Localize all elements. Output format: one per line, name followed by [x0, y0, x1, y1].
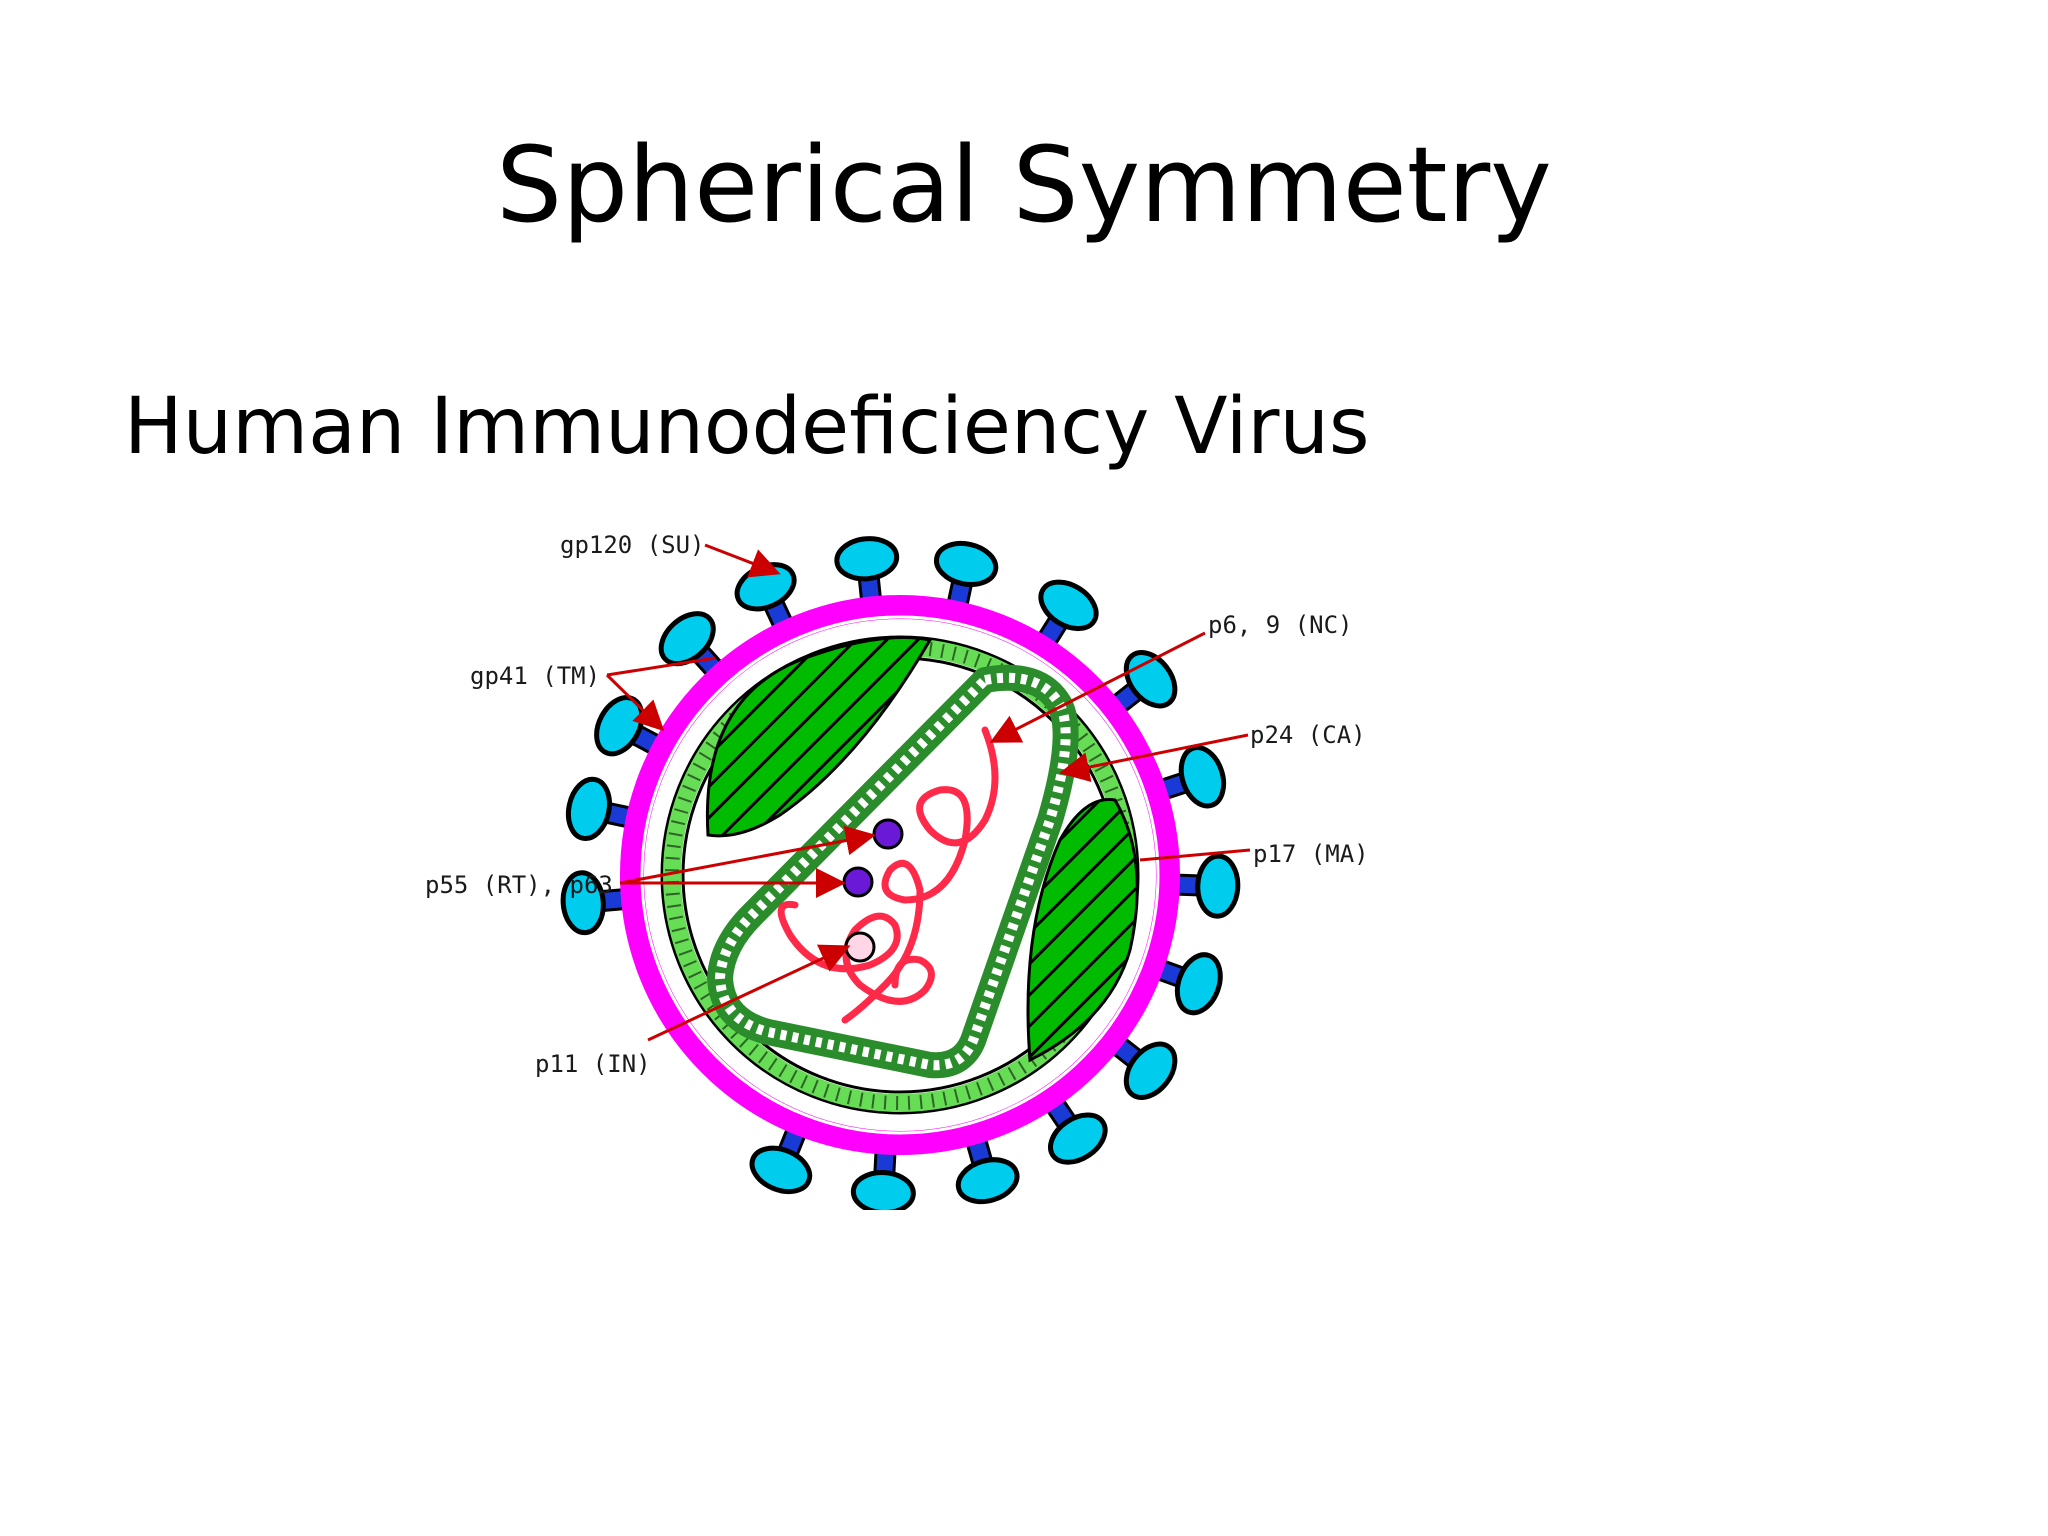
- spike-head: [1174, 952, 1223, 1016]
- lateral-body-left: [705, 636, 933, 838]
- lateral-body-right: [1026, 798, 1139, 1063]
- spike-head: [1048, 1112, 1108, 1165]
- glycoprotein-spike: [1105, 650, 1178, 718]
- spike-head: [1195, 853, 1241, 919]
- glycoprotein-spike: [1041, 1092, 1108, 1165]
- spike-head: [749, 1145, 813, 1195]
- glycoprotein-spike: [1105, 1032, 1178, 1100]
- label-gp120: gp120 (SU): [560, 531, 705, 559]
- spike-head: [955, 1157, 1020, 1205]
- pointer-lines: [605, 543, 1251, 1042]
- label-gp41: gp41 (TM): [470, 662, 600, 690]
- spike-head: [560, 870, 606, 936]
- spike-head: [933, 540, 999, 587]
- spike-head: [1123, 1041, 1178, 1100]
- reverse-transcriptase-1: [872, 818, 904, 850]
- spike-head: [1038, 579, 1099, 632]
- spike-head: [850, 1170, 916, 1210]
- capsid-core-beads: [715, 672, 1071, 1071]
- label-p55: p55 (RT), p63: [425, 871, 613, 899]
- label-p11: p11 (IN): [535, 1050, 651, 1078]
- spike-head: [565, 776, 612, 842]
- slide-subtitle: Human Immunodeficiency Virus: [124, 382, 1370, 472]
- spike-head: [594, 695, 645, 757]
- spike-head: [734, 562, 797, 612]
- label-p17: p17 (MA): [1253, 840, 1369, 868]
- glycoprotein-spike: [1169, 853, 1241, 919]
- glycoprotein-spike: [1149, 952, 1223, 1016]
- rna-strand-1: [841, 726, 999, 1024]
- envelope-inner-line: [640, 615, 1160, 1135]
- slide-title: Spherical Symmetry: [496, 124, 1552, 246]
- viral-envelope: [620, 595, 1180, 1155]
- integrase: [844, 931, 876, 963]
- spike-head: [658, 611, 716, 667]
- label-p6: p6, 9 (NC): [1208, 611, 1353, 639]
- spike-head: [1178, 745, 1227, 809]
- rna-strand-2: [777, 900, 935, 1005]
- hiv-virion-diagram: gp120 (SU) gp41 (TM) p55 (RT), p63 p11 (…: [425, 531, 1369, 1210]
- reverse-transcriptase-2: [842, 866, 874, 898]
- label-p24: p24 (CA): [1250, 721, 1366, 749]
- spike-head: [834, 536, 900, 582]
